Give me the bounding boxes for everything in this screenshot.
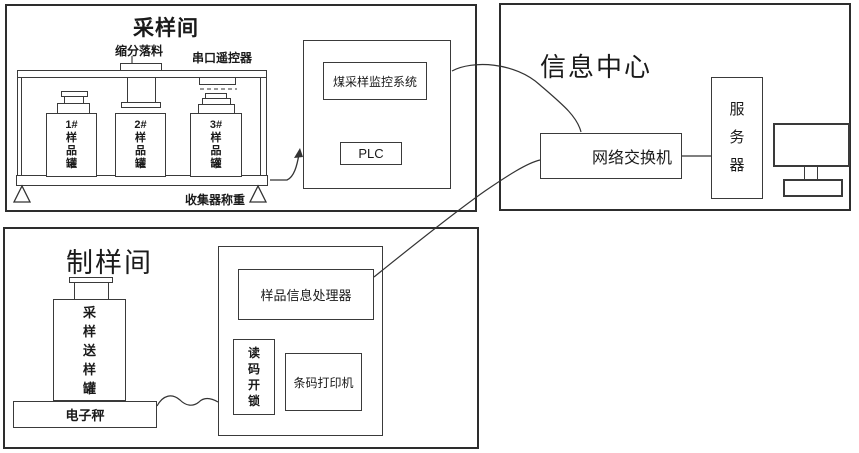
sample-can-3: 3# 样 品 罐	[190, 113, 242, 177]
coal-sampling-monitor-system-label: 煤采样监控系统	[332, 74, 417, 89]
monitor-stand	[804, 166, 818, 180]
sample-info-processor-box: 样品信息处理器	[238, 269, 374, 320]
electronic-scale-box: 电子秤	[13, 401, 157, 428]
sample-can-1: 1# 样 品 罐	[46, 113, 97, 177]
code-unlock-label: 读 码 开 锁	[247, 346, 260, 408]
server-label: 服 务 器	[729, 101, 745, 174]
can2-label: 2# 样 品 罐	[134, 119, 147, 170]
prep-room-title: 制样间	[66, 248, 153, 278]
barcode-printer-label: 条码打印机	[293, 375, 354, 390]
monitor-icon	[773, 123, 850, 197]
plc-label: PLC	[358, 146, 384, 161]
electronic-scale-label: 电子秤	[65, 408, 105, 423]
reduction-feeder-chute	[120, 63, 162, 71]
plc-box: PLC	[340, 142, 402, 165]
delivery-can-label: 采 样 送 样 罐	[82, 304, 96, 396]
info-center-title: 信息中心	[540, 52, 653, 82]
reduction-feed-label: 缩分落料	[115, 44, 164, 58]
network-switch-box: 网络交换机	[540, 133, 682, 179]
serial-remote-device	[199, 77, 236, 85]
can2-feed-tube	[127, 77, 156, 103]
network-switch-label: 网络交换机	[591, 150, 672, 167]
barcode-printer-box: 条码打印机	[285, 353, 362, 411]
serial-remote-label: 串口遥控器	[192, 51, 253, 65]
sample-can-2: 2# 样 品 罐	[115, 113, 166, 177]
sampling-room-title: 采样间	[133, 17, 199, 40]
sampler-left-wall	[17, 77, 22, 177]
sample-info-processor-label: 样品信息处理器	[260, 288, 352, 303]
can3-label: 3# 样 品 罐	[209, 119, 223, 170]
code-unlock-box: 读 码 开 锁	[233, 339, 275, 415]
can1-label: 1# 样 品 罐	[65, 119, 78, 170]
monitor-screen	[773, 123, 850, 167]
monitor-base	[783, 179, 843, 197]
prep-room-box	[3, 227, 479, 449]
collector-weighing-label: 收集器称重	[185, 193, 246, 207]
server-box: 服 务 器	[711, 77, 763, 199]
delivery-can-body: 采 样 送 样 罐	[53, 299, 126, 401]
can2-flange	[121, 102, 161, 108]
sampler-right-wall	[260, 77, 267, 177]
coal-sampling-monitor-system-box: 煤采样监控系统	[323, 62, 427, 100]
delivery-can-neck	[74, 282, 109, 300]
